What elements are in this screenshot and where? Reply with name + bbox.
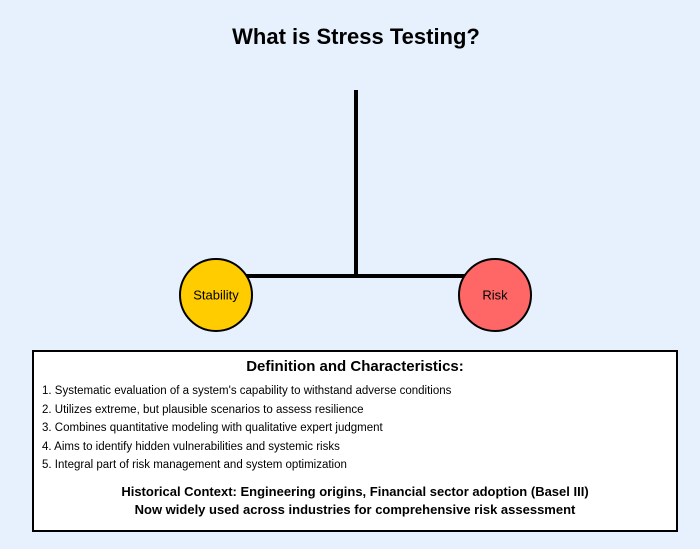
stability-node: [179, 258, 253, 332]
risk-node: [458, 258, 532, 332]
list-item: 3. Combines quantitative modeling with q…: [42, 422, 383, 434]
definition-box: Definition and Characteristics: 1. Syste…: [32, 350, 678, 532]
stability-label: Stability: [193, 288, 239, 303]
usage-note: Now widely used across industries for co…: [134, 502, 576, 517]
list-item: 2. Utilizes extreme, but plausible scena…: [42, 403, 364, 416]
historical-context: Historical Context: Engineering origins,…: [121, 484, 589, 499]
risk-label: Risk: [482, 288, 508, 303]
characteristics-list: 1. Systematic evaluation of a system's c…: [42, 382, 451, 475]
definition-heading: Definition and Characteristics:: [246, 358, 464, 375]
list-item: 1. Systematic evaluation of a system's c…: [42, 385, 452, 397]
list-item: 5. Integral part of risk management and …: [42, 459, 347, 471]
page-title: What is Stress Testing?: [232, 24, 480, 49]
list-item: 4. Aims to identify hidden vulnerabiliti…: [42, 440, 340, 453]
balance-diagram: Stability Risk: [179, 90, 532, 332]
